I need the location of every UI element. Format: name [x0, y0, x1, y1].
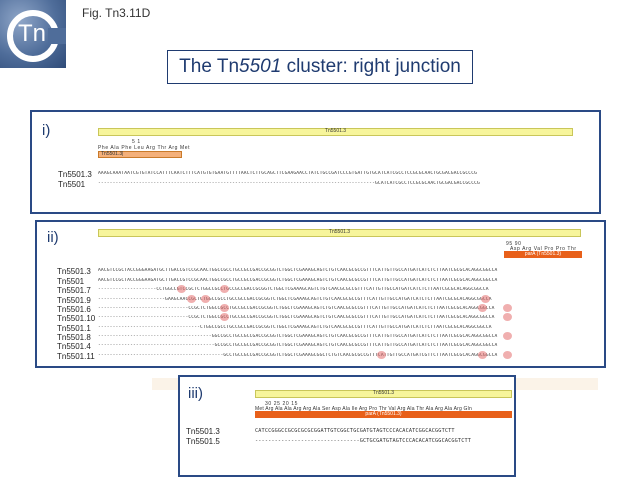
mismatch-highlight — [481, 295, 490, 303]
figure-label: Fig. Tn3.11D — [82, 6, 151, 20]
mismatch-highlight — [220, 304, 229, 312]
panel-i-name-1: Tn5501 — [58, 180, 86, 189]
panel-ii-seq-0: AACGTCCGCTACCGGGAAGATGCTTGACCGTCCGCAACTG… — [98, 268, 498, 273]
title-post: cluster: right junction — [281, 56, 461, 77]
panel-i-aa-numbers: 5 1 — [132, 139, 141, 145]
panel-ii-seq-3: -----------------------GAAGCAACCGCTCTGGC… — [98, 297, 492, 302]
panel-ii-name-3: Tn5501.9 — [57, 296, 91, 305]
mismatch-highlight — [187, 295, 196, 303]
panel-ii-seq-6: -----------------------------------CTGGC… — [98, 325, 492, 330]
panel-i-name-0: Tn5501.3 — [58, 170, 92, 179]
panel-ii-name-4: Tn5501.6 — [57, 305, 91, 314]
panel-iii-aa: Met Arg Ala Ala Arg Arg Ala Ser Asp Ala … — [255, 406, 472, 412]
mismatch-highlight — [201, 295, 210, 303]
panel-iii-seq-0: CATCCGGGCCGCGCGCGCGGATTGTCGGCTGCGATGTAGT… — [255, 428, 455, 434]
panel-ii-seq-1: AACGTCCGCTACCGGGAAGATGCTTGACCGTCCGCAACTG… — [98, 278, 498, 283]
panel-iii-name-0: Tn5501.3 — [186, 427, 220, 436]
panel-i-feature: Tn5501.3| — [98, 151, 182, 158]
panel-iii: iii) Tn5501.3 30 25 20 15 Met Arg Ala Al… — [178, 375, 516, 477]
mismatch-highlight — [377, 351, 386, 359]
panel-ii-name-1: Tn5501 — [57, 277, 85, 286]
title-pre: The Tn — [179, 56, 240, 77]
panel-ii-name-8: Tn5501.4 — [57, 342, 91, 351]
mismatch-highlight — [220, 313, 229, 321]
panel-ii-seq-8: ----------------------------------------… — [98, 343, 498, 348]
title-box: The Tn5501 cluster: right junction — [167, 50, 473, 84]
panel-iii-label: iii) — [188, 385, 203, 402]
panel-iii-aa-numbers: 30 25 20 15 — [265, 401, 299, 407]
mismatch-highlight — [220, 285, 229, 293]
panel-iii-name-1: Tn5501.5 — [186, 437, 220, 446]
title-italic: 5501 — [239, 56, 282, 77]
panel-i-ruler: Tn5501.3 — [98, 128, 573, 136]
panel-ii-label: ii) — [47, 229, 59, 246]
panel-ii-name-6: Tn5501.1 — [57, 324, 91, 333]
tn-logo: Tn — [0, 0, 66, 68]
panel-ii-seq-5: -------------------------------CCGCTCTGG… — [98, 315, 495, 320]
panel-i-label: i) — [42, 122, 51, 139]
panel-ii-seq-4: -------------------------------CCGCTCTGG… — [98, 306, 495, 311]
page-title: The Tn5501 cluster: right junction — [179, 56, 461, 78]
panel-ii-seq-2: --------------------CCTGGCCGTCCGCTCTGGCC… — [98, 287, 489, 292]
panel-i-ruler-label: Tn5501.3 — [324, 128, 347, 134]
mismatch-highlight — [503, 313, 512, 321]
panel-ii-feature: parA (Tn5501.3) — [504, 251, 582, 258]
panel-i-seq-1: ----------------------------------------… — [98, 181, 480, 186]
panel-ii-name-5: Tn5501.10 — [57, 314, 96, 323]
panel-iii-ruler: Tn5501.3 — [255, 390, 512, 398]
panel-iii-feature: parA (Tn5501.3) — [255, 411, 512, 418]
panel-ii-aa: Asp Arg Val Pro Pro Thr — [510, 246, 577, 252]
panel-ii-name-0: Tn5501.3 — [57, 267, 91, 276]
panel-i-aa: Phe Ala Phe Leu Arg Thr Arg Met — [98, 145, 191, 151]
panel-ii-seq-7: ---------------------------------------G… — [98, 334, 498, 339]
panel-ii-name-2: Tn5501.7 — [57, 286, 91, 295]
panel-ii-aa-numbers: 95 90 — [506, 241, 522, 247]
logo-text: Tn — [18, 20, 47, 47]
mismatch-highlight — [503, 304, 512, 312]
panel-ii-name-9: Tn5501.11 — [57, 352, 95, 361]
panel-ii: ii) Tn5501.3 95 90 Asp Arg Val Pro Pro T… — [35, 220, 606, 368]
mismatch-highlight — [177, 285, 186, 293]
mismatch-highlight — [503, 332, 512, 340]
mismatch-highlight — [478, 351, 487, 359]
panel-iii-seq-1: --------------------------------GCTGCGAT… — [255, 438, 472, 444]
mismatch-highlight — [478, 304, 487, 312]
panel-ii-ruler: Tn5501.3 — [98, 229, 581, 237]
mismatch-highlight — [503, 351, 512, 359]
panel-i-seq-0: AAAGCAAATAATCGTGTATCCATTTCAATCTTTCATGTGT… — [98, 171, 478, 176]
panel-iii-ruler-label: Tn5501.3 — [372, 390, 395, 396]
panel-i: i) Tn5501.3 5 1 Phe Ala Phe Leu Arg Thr … — [30, 110, 601, 214]
panel-ii-ruler-label: Tn5501.3 — [328, 229, 351, 235]
panel-ii-name-7: Tn5501.8 — [57, 333, 91, 342]
panel-ii-seq-9: ----------------------------------------… — [98, 353, 498, 358]
